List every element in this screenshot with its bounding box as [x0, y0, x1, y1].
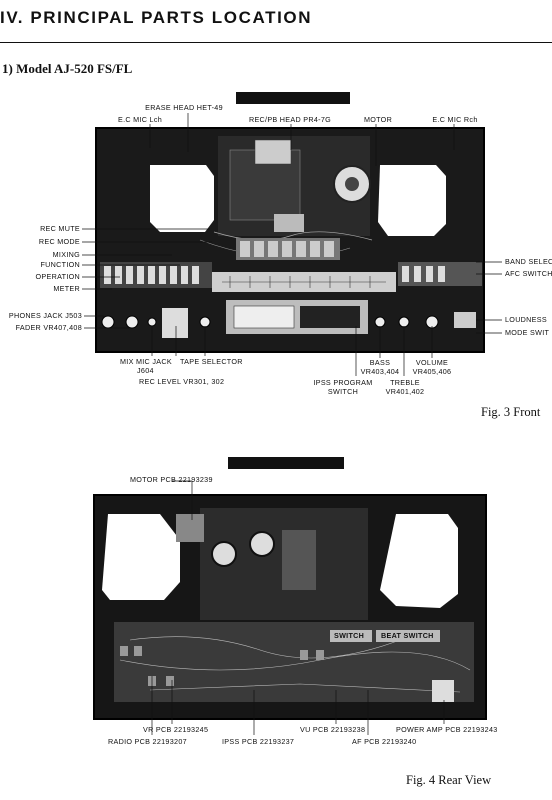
label-j604: J604: [137, 366, 154, 375]
label-rec-pb-head: REC/PB HEAD PR4-7G: [248, 115, 332, 124]
label-switch-a: SWITCH: [334, 631, 365, 640]
label-mode-switch: MODE SWIT: [505, 328, 550, 337]
label-vu-pcb: VU PCB 22193238: [300, 725, 366, 734]
label-loudness: LOUDNESS: [505, 315, 547, 324]
label-erase-head: ERASE HEAD HET-49: [145, 103, 223, 112]
label-motor-pcb: MOTOR PCB 22193239: [130, 475, 213, 484]
model-heading: 1) Model AJ-520 FS/FL: [2, 61, 133, 76]
label-mix-mic-jack: MIX MIC JACK: [120, 357, 172, 366]
label-af-pcb: AF PCB 22193240: [352, 737, 417, 746]
label-phones-jack: PHONES JACK J503: [8, 311, 82, 320]
label-ec-mic-lch: E.C MIC Lch: [117, 115, 163, 124]
page-header: IV. PRINCIPAL PARTS LOCATION: [0, 6, 552, 43]
label-rec-mode: REC MODE: [38, 237, 80, 246]
label-meter: METER: [53, 284, 80, 293]
label-operation: OPERATION: [35, 272, 80, 281]
label-volume-vr: VR405,406: [412, 367, 452, 376]
label-afc-switch: AFC SWITCH: [505, 269, 552, 278]
label-rec-level: REC LEVEL VR301, 302: [139, 377, 225, 386]
caption-fig3: Fig. 3 Front: [481, 405, 541, 419]
caption-fig4: Fig. 4 Rear View: [406, 773, 492, 787]
label-ipss-pcb: IPSS PCB 22193237: [222, 737, 295, 746]
label-ipss-switch: SWITCH: [327, 387, 359, 396]
label-radio-pcb: RADIO PCB 22193207: [108, 737, 187, 746]
label-mixing: MIXING: [52, 250, 80, 259]
label-bass: BASS: [369, 358, 391, 367]
label-function: FUNCTION: [40, 260, 80, 269]
label-band-select: BAND SELEC: [505, 257, 552, 266]
label-volume: VOLUME: [415, 358, 449, 367]
label-bass-vr: VR403,404: [360, 367, 400, 376]
label-switch-b: BEAT SWITCH: [381, 631, 434, 640]
label-fader: FADER VR407,408: [15, 323, 82, 332]
label-ec-mic-rch: E.C MIC Rch: [432, 115, 478, 124]
label-ipss-program: IPSS PROGRAM: [313, 378, 373, 387]
label-rec-mute: REC MUTE: [40, 224, 80, 233]
page-title: IV. PRINCIPAL PARTS LOCATION: [0, 8, 313, 27]
label-vr-pcb: VR PCB 22193245: [143, 725, 209, 734]
label-treble-vr: VR401,402: [385, 387, 425, 396]
label-motor: MOTOR: [363, 115, 393, 124]
label-power-amp-pcb: POWER AMP PCB 22193243: [396, 725, 498, 734]
label-treble: TREBLE: [390, 378, 420, 387]
label-tape-selector: TAPE SELECTOR: [180, 357, 243, 366]
